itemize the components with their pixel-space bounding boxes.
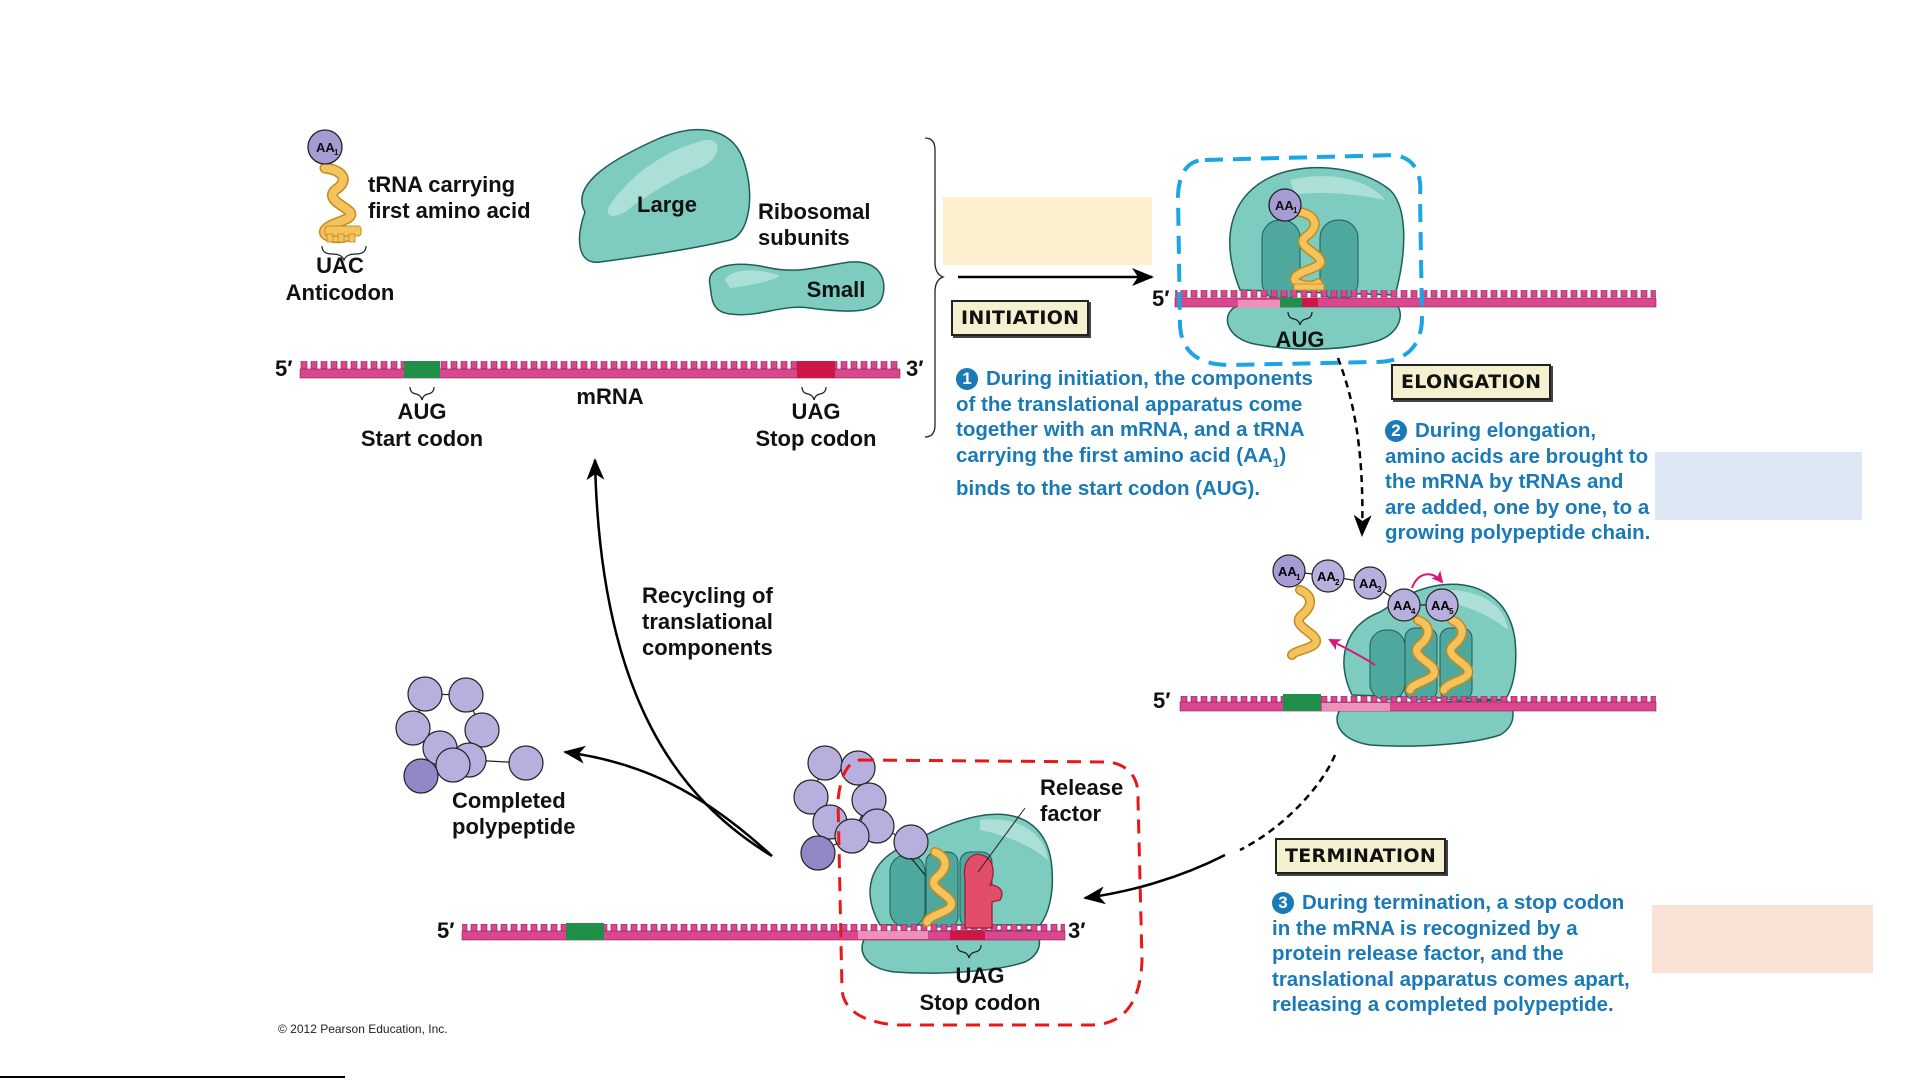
amino-acid-subscript: 2 <box>1335 578 1340 587</box>
svg-text:AA: AA <box>1275 198 1294 213</box>
start-codon-sequence: AUG <box>397 399 447 424</box>
ribosomal-subunits-label: Ribosomal subunits <box>758 199 871 250</box>
stop-codon-label: Stop codon <box>755 426 877 451</box>
step-3-badge: 3 <box>1272 892 1294 914</box>
svg-text:1: 1 <box>334 148 339 157</box>
anticodon-label: Anticodon <box>285 280 395 305</box>
stage-label-elongation: ELONGATION <box>1391 364 1552 400</box>
elongation-arrow <box>1336 357 1372 537</box>
svg-text:AA: AA <box>316 140 335 155</box>
termination-codon-sequence: UAG <box>955 963 1005 988</box>
step-1-badge: 1 <box>956 368 978 390</box>
large-subunit-label: Large <box>637 192 697 217</box>
termination-3prime-label: 3′ <box>1068 918 1086 943</box>
amino-acid <box>403 758 439 794</box>
amino-acid-label: AA <box>1359 576 1378 591</box>
start-codon-segment <box>404 361 440 378</box>
trna-label: tRNA carrying first amino acid <box>368 172 531 223</box>
initiation-complex <box>1174 166 1657 350</box>
release-factor <box>963 853 1003 929</box>
amino-acid-1-free: AA 1 <box>307 129 343 165</box>
amino-acid-subscript: 5 <box>1449 607 1454 616</box>
svg-text:1: 1 <box>1293 206 1298 215</box>
initiation-5prime-label: 5′ <box>1152 286 1170 311</box>
mrna-5prime-label: 5′ <box>275 356 293 381</box>
elongation-trna-p-site <box>1405 615 1440 695</box>
termination-trna <box>922 847 957 927</box>
amino-acid-subscript: 4 <box>1411 607 1416 616</box>
recycling-arrow <box>586 458 773 858</box>
exiting-trna <box>1287 585 1321 660</box>
amino-acid-label: AA <box>1317 569 1336 584</box>
initiation-blank-box <box>943 197 1152 265</box>
stop-codon-segment <box>797 361 835 378</box>
elongation-5prime-label: 5′ <box>1153 688 1171 713</box>
anticodon-brace <box>321 245 367 262</box>
release-factor-label: Release factor <box>1040 775 1124 826</box>
stage-label-initiation: INITIATION <box>951 300 1090 336</box>
elongation-blank-box <box>1655 452 1862 520</box>
amino-acid <box>435 747 471 783</box>
mrna-label: mRNA <box>576 384 644 409</box>
amino-acid-5 <box>1425 588 1459 622</box>
elongation-trna-a-site <box>1439 615 1474 695</box>
copyright: © 2012 Pearson Education, Inc. <box>278 1022 448 1036</box>
grouping-bracket <box>924 137 945 438</box>
amino-acid <box>395 710 431 746</box>
amino-acid-4 <box>1387 588 1421 622</box>
amino-acid-subscript: 3 <box>1377 585 1382 594</box>
start-codon-label: Start codon <box>360 426 484 451</box>
termination-polypeptide <box>793 745 929 876</box>
amino-acid <box>807 745 843 781</box>
initiation-codon-label: AUG <box>1275 327 1325 352</box>
termination-arrow <box>1239 754 1337 852</box>
trna-exit-arrow <box>1328 639 1376 666</box>
amino-acid-2 <box>1311 559 1345 593</box>
completed-polypeptide-label: Completed polypeptide <box>452 788 576 839</box>
amino-acid <box>407 676 443 712</box>
amino-acid-label: AA <box>1393 598 1412 613</box>
amino-acid-label: AA <box>1278 564 1297 579</box>
amino-acid-1 <box>1272 554 1306 588</box>
amino-acid <box>448 677 484 713</box>
amino-acid-3 <box>1353 566 1387 600</box>
amino-acid <box>508 745 544 781</box>
release-arrow <box>563 745 773 857</box>
step-2-badge: 2 <box>1385 420 1407 442</box>
amino-acid <box>793 779 829 815</box>
peptide-transfer-arrow <box>1411 570 1444 589</box>
free-trna <box>318 160 367 262</box>
termination-highlight-box <box>836 758 1144 1027</box>
footer-rule <box>0 1076 345 1078</box>
amino-acid-label: AA <box>1431 598 1450 613</box>
completed-polypeptide <box>395 676 544 794</box>
mrna-strand-free <box>299 361 901 401</box>
termination-5prime-label: 5′ <box>437 918 455 943</box>
initiation-amino-acid-1: AA 1 <box>1268 188 1302 222</box>
amino-acid <box>800 835 836 871</box>
small-subunit-label: Small <box>806 277 866 302</box>
amino-acid-subscript: 1 <box>1296 573 1301 582</box>
anticodon-sequence: UAC <box>316 253 364 278</box>
elongation-complex <box>1179 570 1657 747</box>
termination-codon-label: Stop codon <box>919 990 1041 1015</box>
large-subunit <box>578 128 751 263</box>
small-subunit <box>708 261 885 316</box>
termination-blank-box <box>1652 905 1873 973</box>
stop-codon-sequence: UAG <box>791 399 841 424</box>
amino-acid <box>893 824 929 860</box>
recycling-label: Recycling of translational components <box>642 583 773 660</box>
stage-label-termination: TERMINATION <box>1275 838 1447 874</box>
amino-acid <box>834 818 870 854</box>
release-factor-leader <box>977 807 1026 873</box>
peptide-bond <box>910 857 926 876</box>
initiation-highlight-box <box>1175 152 1425 368</box>
amino-acid <box>464 712 500 748</box>
mrna-3prime-label: 3′ <box>906 356 924 381</box>
